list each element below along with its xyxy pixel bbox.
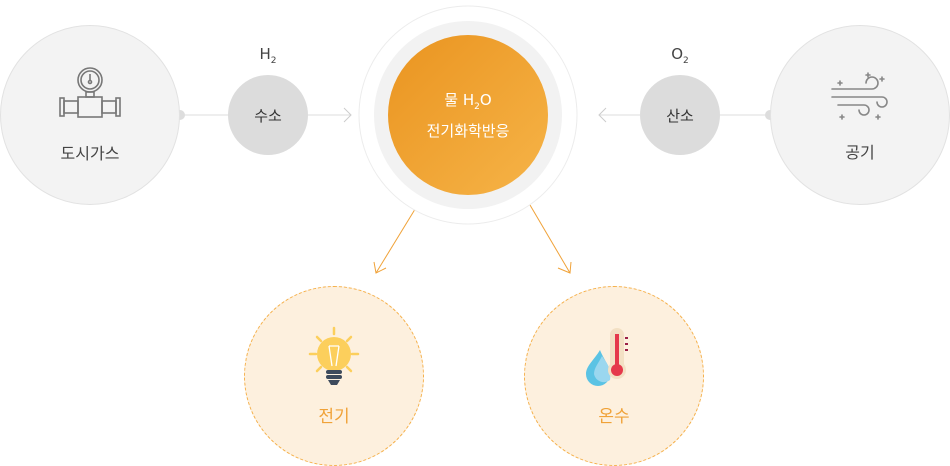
- output-hot-water: 온수: [524, 286, 704, 466]
- input-air: 공기: [770, 25, 950, 205]
- gas-meter-pipe-icon: [59, 67, 121, 118]
- output-label: 전기: [318, 406, 350, 427]
- gas-label: 산소: [666, 106, 694, 125]
- gas-label: 수소: [254, 106, 282, 125]
- center-reaction-text: 물 H2O 전기화학반응: [426, 91, 510, 140]
- hydrogen-formula: H2: [259, 45, 277, 66]
- input-city-gas: 도시가스: [0, 25, 180, 205]
- water-thermometer-icon: [586, 327, 628, 386]
- input-label: 공기: [845, 143, 875, 162]
- gas-oxygen: 산소: [640, 75, 720, 155]
- input-label: 도시가스: [60, 144, 120, 163]
- arrow-right-icon: [343, 107, 352, 123]
- output-label: 온수: [598, 406, 630, 427]
- arrow-down-icon: [373, 261, 387, 274]
- wind-air-icon: [831, 72, 888, 120]
- center-core: [388, 35, 548, 195]
- oxygen-formula: O2: [671, 45, 689, 66]
- arrow-down-icon: [557, 261, 572, 274]
- output-electricity: 전기: [244, 286, 424, 466]
- light-bulb-icon: [308, 326, 360, 385]
- arrow-left-icon: [598, 107, 607, 123]
- gas-hydrogen: 수소: [228, 75, 308, 155]
